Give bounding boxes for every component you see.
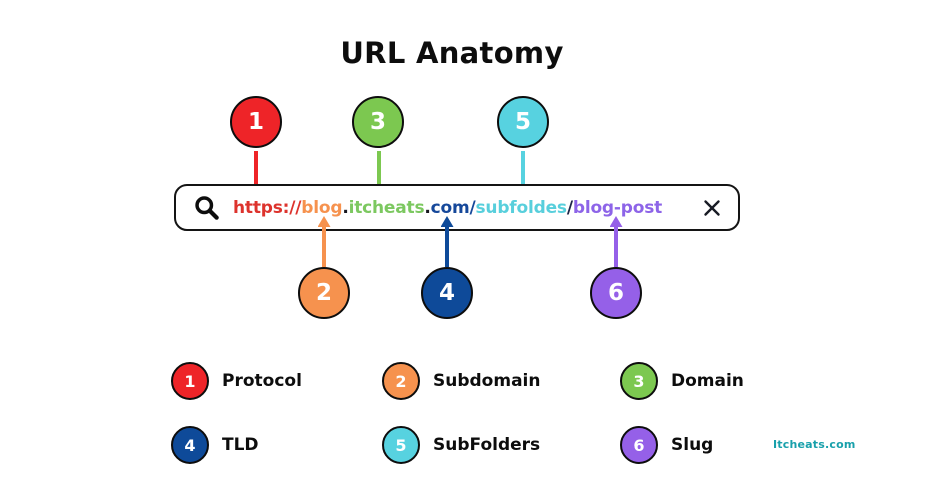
url-bar[interactable]: https://blog.itcheats.com/subfoldes/blog… <box>174 184 740 231</box>
marker-circle-4: 4 <box>421 267 473 319</box>
url-separator-dot: . <box>424 197 431 218</box>
arrow-head <box>317 216 331 227</box>
legend-label-subdomain: Subdomain <box>433 371 541 391</box>
legend-label-protocol: Protocol <box>222 371 302 391</box>
arrow-up-subdomain-icon <box>316 216 332 267</box>
legend-item-subfolders: 5 SubFolders <box>382 426 540 464</box>
url-separator-slash: / <box>469 197 476 218</box>
arrow-up-slug-icon <box>608 216 624 267</box>
legend-item-subdomain: 2 Subdomain <box>382 362 540 400</box>
marker-circle-5: 5 <box>497 96 549 148</box>
watermark: Itcheats.com <box>773 438 856 451</box>
arrow-head <box>440 216 454 227</box>
arrow-up-tld-icon <box>439 216 455 267</box>
arrow-line <box>254 151 258 188</box>
marker-circle-6: 6 <box>590 267 642 319</box>
close-icon[interactable] <box>702 198 722 218</box>
search-icon <box>193 194 220 221</box>
legend-circle-4: 4 <box>171 426 209 464</box>
url-separator-slash: / <box>566 197 573 218</box>
url-text: https://blog.itcheats.com/subfoldes/blog… <box>233 198 662 218</box>
url-segment-tld: com <box>430 197 470 218</box>
url-segment-slug: blog-post <box>572 197 663 218</box>
legend-label-subfolders: SubFolders <box>433 435 541 455</box>
arrow-head <box>609 216 623 227</box>
legend-item-domain: 3 Domain <box>620 362 744 400</box>
marker-circle-1: 1 <box>230 96 282 148</box>
legend-circle-5: 5 <box>382 426 420 464</box>
arrow-line <box>521 151 525 188</box>
legend-circle-2: 2 <box>382 362 420 400</box>
legend-item-slug: 6 Slug <box>620 426 713 464</box>
marker-circle-3: 3 <box>352 96 404 148</box>
page-title: URL Anatomy <box>340 36 564 70</box>
arrow-line <box>614 227 618 267</box>
legend-label-slug: Slug <box>671 435 714 455</box>
legend-item-protocol: 1 Protocol <box>171 362 302 400</box>
legend-circle-3: 3 <box>620 362 658 400</box>
arrow-line <box>322 227 326 267</box>
arrow-line <box>377 151 381 188</box>
url-segment-protocol: https:// <box>233 197 302 218</box>
url-separator-dot: . <box>342 197 349 218</box>
marker-circle-2: 2 <box>298 267 350 319</box>
legend-label-tld: TLD <box>222 435 259 455</box>
legend-circle-6: 6 <box>620 426 658 464</box>
legend-item-tld: 4 TLD <box>171 426 259 464</box>
url-segment-subfolders: subfoldes <box>475 197 568 218</box>
legend-label-domain: Domain <box>671 371 744 391</box>
legend-circle-1: 1 <box>171 362 209 400</box>
url-segment-domain: itcheats <box>348 197 425 218</box>
url-segment-subdomain: blog <box>301 197 343 218</box>
arrow-line <box>445 227 449 267</box>
